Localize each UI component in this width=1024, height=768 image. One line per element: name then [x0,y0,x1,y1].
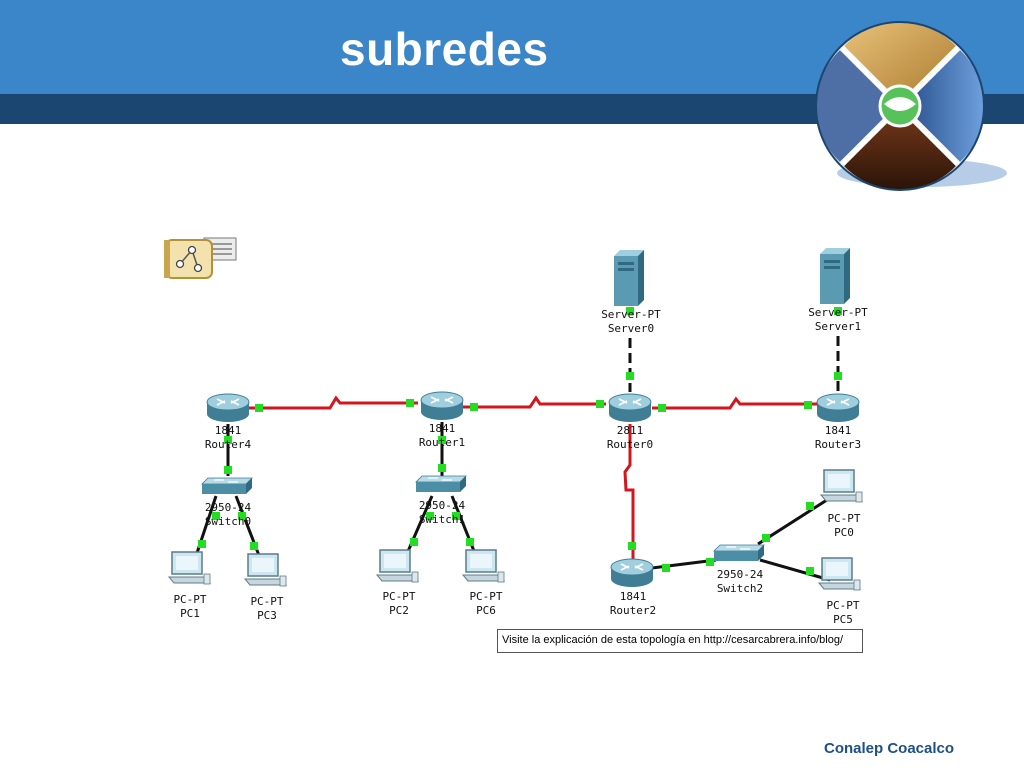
pc-device[interactable]: PC-PT PC1 [168,551,211,620]
pc-device[interactable]: PC-PT PC2 [376,549,419,617]
server-device[interactable]: Server-PT Server1 [808,248,868,333]
router3-model-label: 1841 [825,424,852,437]
server1-name-label: Server1 [815,320,861,333]
pc2-name-label: PC2 [389,604,409,617]
router2-name-label: Router2 [610,604,656,617]
switch2-model-label: 2950-24 [717,568,764,581]
pc-device[interactable]: PC-PT PC5 [818,557,861,626]
serial-links [238,395,818,560]
server1-model-label: Server-PT [808,306,868,319]
router1-model-label: 1841 [429,422,456,435]
link-router0-router2 [623,424,635,560]
router0-model-label: 2811 [617,424,644,437]
router4-model-label: 1841 [215,424,242,437]
switch-device[interactable]: 2950-24 Switch0 [201,477,253,528]
router-device[interactable]: 2811 Router0 [607,393,653,451]
note-text: Visite la explicación de esta topología … [502,634,844,646]
pc0-name-label: PC0 [834,526,854,539]
pc6-model-label: PC-PT [469,590,502,603]
pc5-name-label: PC5 [833,613,853,626]
pc-device[interactable]: PC-PT PC0 [820,469,863,539]
pc-device[interactable]: PC-PT PC3 [244,553,287,622]
link-router0-router3 [652,396,818,410]
router3-name-label: Router3 [815,438,861,451]
switch2-name-label: Switch2 [717,582,763,595]
router-device[interactable]: 1841 Router2 [610,558,656,617]
pc1-model-label: PC-PT [173,593,206,606]
slide-title: subredes [340,23,549,75]
footer-brand: Conalep Coacalco [824,740,955,757]
port-indicators [198,307,842,575]
pc2-model-label: PC-PT [382,590,415,603]
switch1-model-label: 2950-24 [419,499,466,512]
switch-device[interactable]: 2950-24 Switch1 [415,475,467,526]
pc-device[interactable]: PC-PT PC6 [462,549,505,617]
pc0-model-label: PC-PT [827,512,860,525]
router4-name-label: Router4 [205,438,252,451]
server0-name-label: Server0 [608,322,654,335]
server-device[interactable]: Server-PT Server0 [601,250,661,335]
switch0-name-label: Switch0 [205,515,251,528]
note-box [497,629,863,653]
router0-name-label: Router0 [607,438,653,451]
link-router1-router0 [462,395,606,409]
router2-model-label: 1841 [620,590,647,603]
topology-view-icon [164,237,237,279]
pc5-model-label: PC-PT [826,599,859,612]
pc3-name-label: PC3 [257,609,277,622]
link-router4-router1 [238,395,418,410]
pc1-name-label: PC1 [180,607,200,620]
pc3-model-label: PC-PT [250,595,283,608]
router-device[interactable]: 1841 Router1 [419,391,465,449]
server0-model-label: Server-PT [601,308,661,321]
link-switch2-pc5 [759,558,831,582]
switch0-model-label: 2950-24 [205,501,252,514]
ethernet-links [194,336,840,582]
router-device[interactable]: 1841 Router4 [205,393,252,451]
conalep-logo-icon [815,21,1007,191]
switch1-name-label: Switch1 [419,513,465,526]
router-device[interactable]: 1841 Router3 [815,393,861,451]
switch-device[interactable]: 2950-24 Switch2 [713,544,765,595]
pc6-name-label: PC6 [476,604,496,617]
router1-name-label: Router1 [419,436,465,449]
